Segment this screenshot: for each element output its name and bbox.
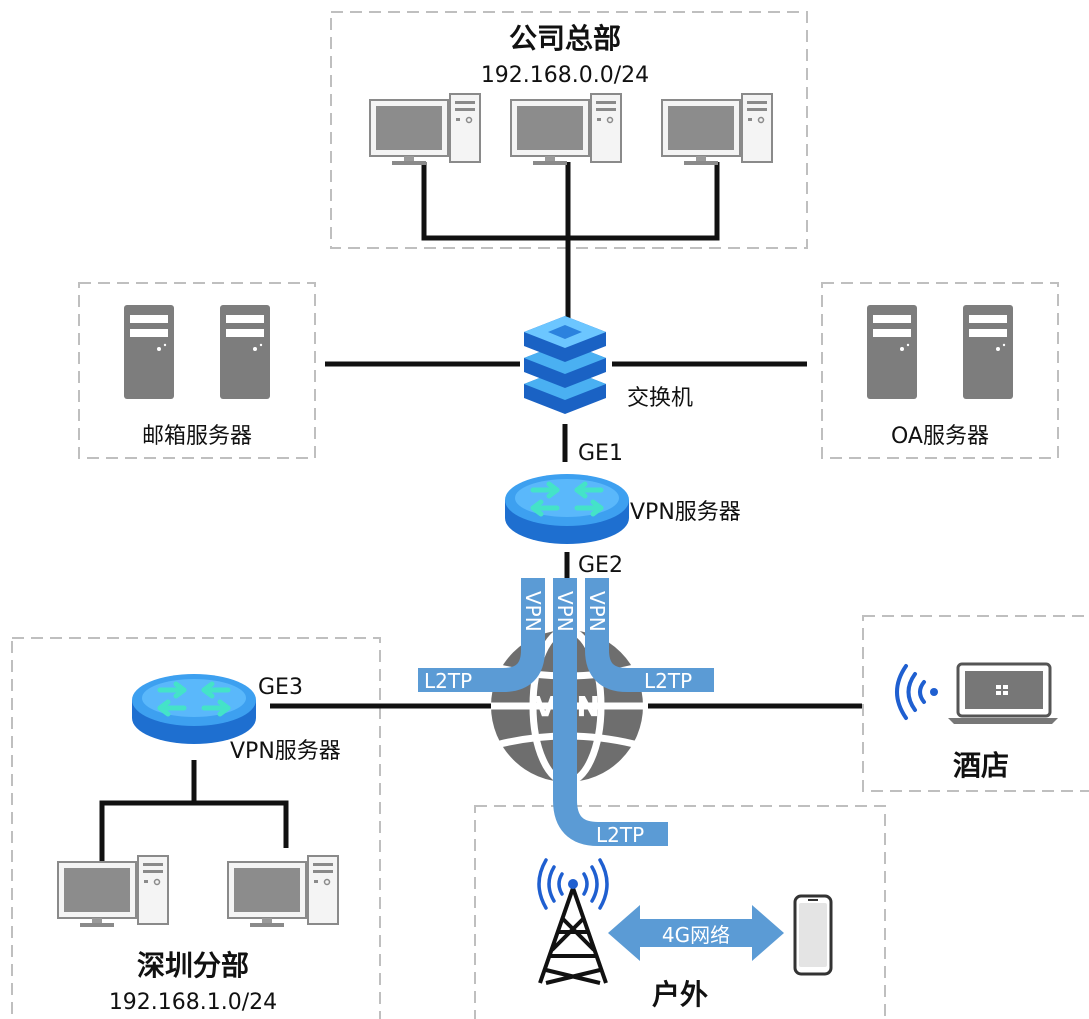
tunnel-branch-protocol: L2TP xyxy=(424,669,472,693)
branch-pc-2-icon xyxy=(227,855,339,928)
hq-title: 公司总部 xyxy=(509,22,621,55)
tunnel-vpn-text-1: VPN xyxy=(521,591,545,632)
tunnel-labels: VPN VPN VPN L2TP L2TP L2TP xyxy=(424,591,692,847)
hotel-label: 酒店 xyxy=(953,749,1009,782)
hq-pc-bus xyxy=(421,162,720,241)
mail-server-2-icon xyxy=(220,305,270,399)
hq-subnet: 192.168.0.0/24 xyxy=(481,63,649,88)
branch-pc-1-icon xyxy=(57,855,169,928)
mail-server-region xyxy=(78,282,316,459)
branch-pc-bus xyxy=(99,760,289,868)
outdoor-label: 户外 xyxy=(652,978,708,1011)
vpn-server-main-label: VPN服务器 xyxy=(630,500,741,525)
oa-server-1-icon xyxy=(867,305,917,399)
switch-icon xyxy=(524,316,606,414)
4g-network-arrow: 4G网络 xyxy=(608,905,784,961)
tunnel-vpn-text-3: VPN xyxy=(585,591,609,632)
hotel-region xyxy=(862,615,1089,792)
oa-server-label: OA服务器 xyxy=(891,424,989,449)
wifi-icon xyxy=(895,664,938,720)
switch-label: 交换机 xyxy=(627,386,693,411)
hq-pc-1-icon xyxy=(369,93,481,166)
labels: 公司总部 192.168.0.0/24 交换机 邮箱服务器 OA服务器 GE1 … xyxy=(109,22,1009,1015)
tunnel-to-outdoor xyxy=(553,578,668,846)
branch-vpn-server-label: VPN服务器 xyxy=(230,739,341,764)
branch-vpn-router-icon xyxy=(132,674,256,744)
tunnel-to-branch xyxy=(418,578,545,692)
laptop-icon xyxy=(948,662,1058,724)
tunnel-outdoor-protocol: L2TP xyxy=(596,823,644,847)
connection-lines xyxy=(99,162,862,868)
tunnel-to-hotel xyxy=(585,578,714,692)
oa-server-2-icon xyxy=(963,305,1013,399)
mail-server-label: 邮箱服务器 xyxy=(142,424,252,449)
l2tp-tunnels xyxy=(418,578,714,846)
vpn-server-main-router-icon xyxy=(505,474,629,544)
branch-subnet: 192.168.1.0/24 xyxy=(109,990,277,1015)
port-ge3: GE3 xyxy=(258,675,303,700)
tunnel-hotel-protocol: L2TP xyxy=(644,669,692,693)
cell-tower-icon xyxy=(537,858,609,985)
4g-network-label: 4G网络 xyxy=(662,923,730,947)
outdoor-region xyxy=(474,805,886,1019)
mail-server-1-icon xyxy=(124,305,174,399)
branch-title: 深圳分部 xyxy=(137,949,249,982)
oa-server-region xyxy=(821,282,1059,459)
port-ge1: GE1 xyxy=(578,441,623,466)
hq-pc-3-icon xyxy=(661,93,773,166)
tunnel-vpn-text-2: VPN xyxy=(553,591,577,632)
smartphone-icon xyxy=(793,894,833,976)
port-ge2: GE2 xyxy=(578,553,623,578)
hq-pc-2-icon xyxy=(510,93,622,166)
branch-region xyxy=(11,637,381,1019)
